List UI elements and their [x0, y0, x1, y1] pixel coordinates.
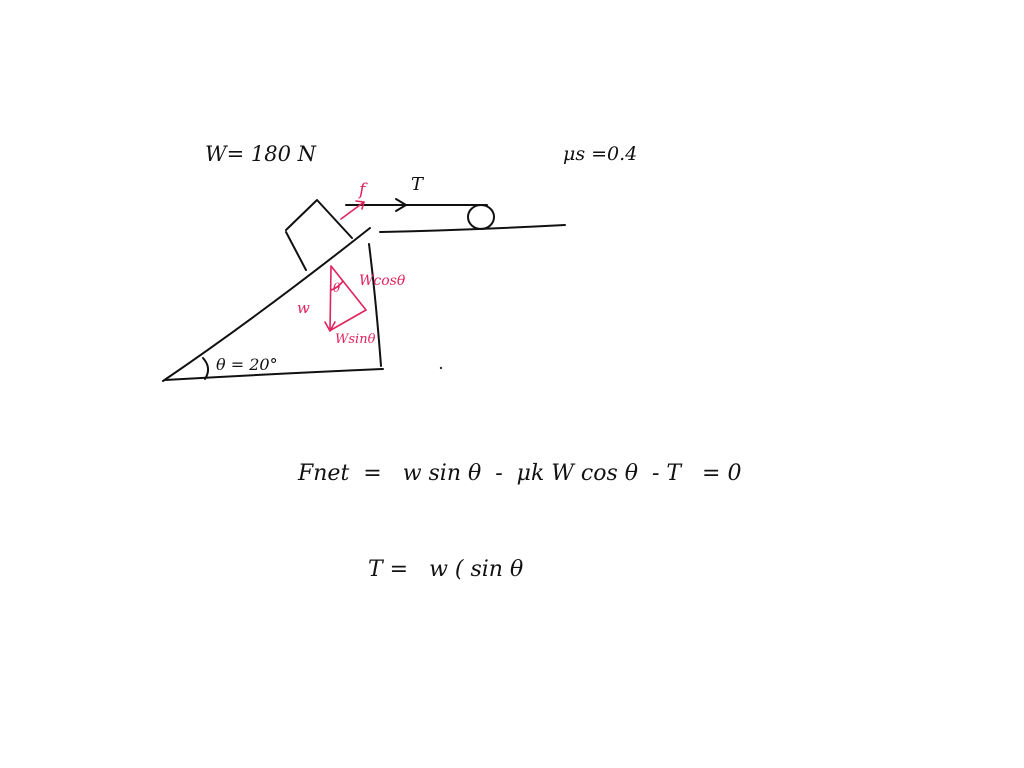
ground-surface [379, 224, 566, 233]
incline-angle-label: θ = 20° [216, 355, 278, 374]
force-vectors [324, 200, 367, 332]
net-force-equation: Fnet = w sin θ - μk W cos θ - T = 0 [297, 461, 741, 486]
stray-dot [439, 366, 443, 370]
block-top-edges [285, 199, 353, 239]
block-left-edge [285, 231, 307, 271]
weight-arrow [329, 265, 332, 331]
friction-label: f [357, 180, 368, 200]
incline-base [164, 368, 384, 381]
friction-arrow [340, 201, 365, 220]
tension-equation: T = w ( sin θ [368, 557, 523, 582]
inner-angle-label: θ [333, 281, 341, 295]
block [285, 199, 353, 271]
weight-vector-label: w [297, 299, 310, 317]
pulley-icon [467, 204, 495, 230]
incline-plane [162, 227, 384, 382]
tension-arrowhead [395, 198, 407, 212]
normal-component-line [330, 265, 367, 311]
weight-arrowhead [324, 321, 336, 332]
parallel-component-line [330, 309, 367, 331]
static-friction-given: μs =0.4 [563, 143, 637, 165]
inner-angle-arc [330, 280, 344, 291]
tension-label: T [411, 174, 425, 195]
friction-arrowhead [355, 200, 365, 210]
angle-arc [202, 357, 209, 380]
normal-component-label: Wcosθ [359, 273, 406, 289]
parallel-component-label: Wsinθ [335, 332, 376, 347]
weight-given: W= 180 N [205, 142, 317, 166]
incline-vertical-side [368, 243, 382, 367]
rope-and-pulley [345, 198, 566, 233]
incline-hypotenuse [162, 227, 371, 382]
